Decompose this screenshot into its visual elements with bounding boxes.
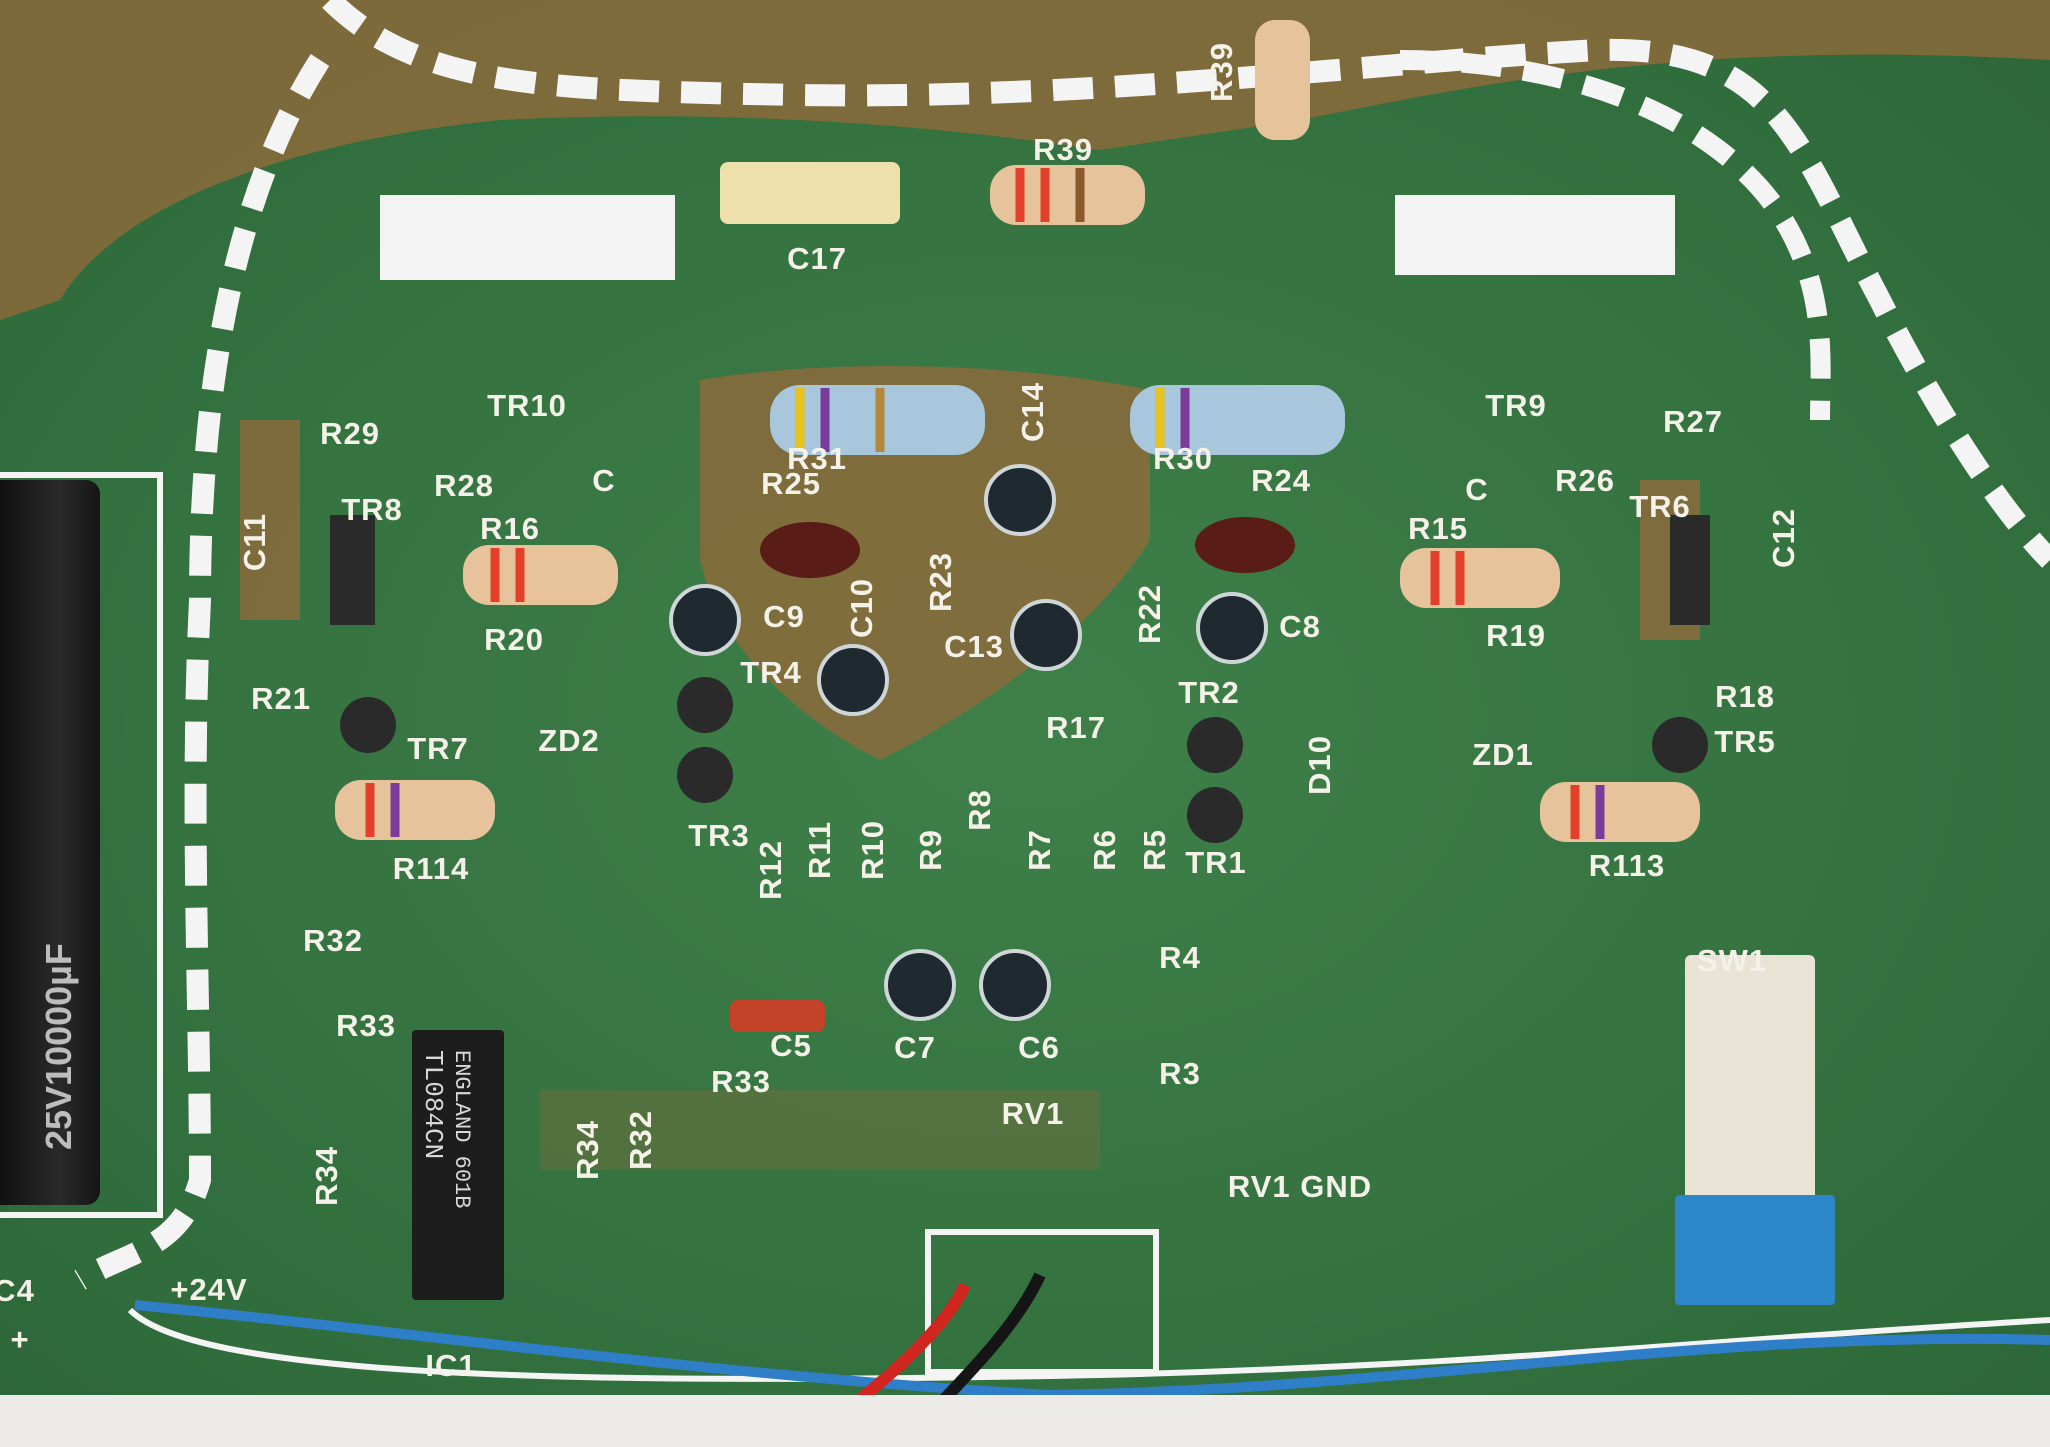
- silkscreen-label-r27: R27: [1663, 404, 1723, 439]
- silkscreen-label-r34: R34: [570, 1120, 605, 1180]
- silkscreen-label-r4: R4: [1159, 940, 1201, 975]
- capacitor-c17: [720, 162, 900, 224]
- silkscreen-label-c: C: [592, 463, 616, 498]
- transistors: [330, 515, 1710, 843]
- silkscreen-label-r15: R15: [1408, 511, 1468, 546]
- silkscreen-label-tr10: TR10: [487, 388, 567, 423]
- capacitor-rating-text: 25V10000µF: [38, 943, 79, 1150]
- silkscreen-label-r33: R33: [711, 1064, 771, 1099]
- silkscreen-label-c12: C12: [1766, 508, 1801, 568]
- capacitor-brown: [760, 522, 860, 578]
- silkscreen-label-r39: R39: [1033, 132, 1093, 167]
- silkscreen-label-tr1: TR1: [1185, 845, 1247, 880]
- ic-text-line1: ENGLAND 601B: [449, 1050, 474, 1209]
- silkscreen-label-c17: C17: [787, 241, 847, 276]
- large-electrolytic-capacitor: [0, 480, 100, 1205]
- silkscreen-label-r31: R31: [787, 441, 847, 476]
- silkscreen-label-c11: C11: [237, 512, 272, 572]
- silkscreen-label-rv1: RV1: [1001, 1096, 1065, 1131]
- silkscreen-label-r7: R7: [1022, 829, 1057, 871]
- silkscreen-label-r20: R20: [484, 622, 544, 657]
- silkscreen-label-c10: C10: [844, 578, 879, 638]
- silkscreen-label-tr8: TR8: [341, 492, 403, 527]
- switch-sw1: [1685, 955, 1815, 1225]
- silkscreen-label-tr4: TR4: [740, 655, 802, 690]
- silkscreen-label-c14: C14: [1015, 382, 1050, 442]
- silkscreen-label-tr2: TR2: [1178, 675, 1240, 710]
- slot-right: [1395, 195, 1675, 275]
- silkscreen-label-r11: R11: [802, 820, 837, 880]
- silkscreen-label-r28: R28: [434, 468, 494, 503]
- silkscreen-label-r17: R17: [1046, 710, 1106, 745]
- silkscreen-label-tr5: TR5: [1714, 724, 1776, 759]
- silkscreen-label-r5: R5: [1137, 829, 1172, 871]
- ic-tl084cn: ENGLAND 601B TL084CN: [412, 1030, 504, 1300]
- silkscreen-label-tr7: TR7: [407, 731, 469, 766]
- silkscreen-label-r25: R25: [761, 466, 821, 501]
- silkscreen-label-zd1: ZD1: [1472, 737, 1534, 772]
- silkscreen-label-r24: R24: [1251, 463, 1311, 498]
- silkscreen-label-sw1: SW1: [1696, 943, 1768, 978]
- silkscreen-label-c8: C8: [1279, 609, 1321, 644]
- silkscreen-label-c4: C4: [0, 1273, 35, 1308]
- silkscreen-label-: +: [10, 1322, 30, 1357]
- silkscreen-label-rv1-gnd: RV1 GND: [1227, 1169, 1373, 1204]
- silkscreen-label-r114: R114: [392, 851, 470, 886]
- silkscreen-label-c5: C5: [770, 1028, 812, 1063]
- silkscreen-label-c6: C6: [1018, 1030, 1060, 1065]
- table-surface: [0, 1395, 2050, 1447]
- silkscreen-label-c: C: [1465, 472, 1489, 507]
- silkscreen-label-c9: C9: [763, 599, 805, 634]
- silkscreen-label-c13: C13: [944, 629, 1004, 664]
- silkscreen-label-r22: R22: [1132, 584, 1167, 644]
- silkscreen-label-r3: R3: [1159, 1056, 1201, 1091]
- silkscreen-label-d10: D10: [1302, 735, 1337, 795]
- electrolytic-capacitors: [669, 464, 1268, 1021]
- silkscreen-label-r39: R39: [1204, 42, 1239, 102]
- silkscreen-label-r21: R21: [251, 681, 311, 716]
- silkscreen-label-r9: R9: [913, 829, 948, 871]
- silkscreen-label-r8: R8: [962, 789, 997, 831]
- silkscreen-label-r34: R34: [309, 1146, 344, 1206]
- silkscreen-label-24v: +24V: [170, 1272, 248, 1307]
- silkscreen-label-r32: R32: [303, 923, 363, 958]
- silkscreen-label-r26: R26: [1555, 463, 1615, 498]
- silkscreen-label-r32: R32: [623, 1110, 658, 1170]
- capacitor-c5: [730, 1000, 825, 1032]
- silkscreen-label-c7: C7: [894, 1030, 936, 1065]
- silkscreen-label-r23: R23: [923, 552, 958, 612]
- resistor-bands: [365, 168, 1605, 839]
- silkscreen-label-r6: R6: [1087, 829, 1122, 871]
- silkscreen-label-r19: R19: [1486, 618, 1546, 653]
- silkscreen-label-r30: R30: [1153, 441, 1213, 476]
- silkscreen-label-r12: R12: [753, 840, 788, 900]
- silkscreen-label-r16: R16: [480, 511, 540, 546]
- silkscreen-label-r33: R33: [336, 1008, 396, 1043]
- silkscreen-label-r29: R29: [320, 416, 380, 451]
- ic-text-line2: TL084CN: [418, 1050, 448, 1160]
- slot-left: [380, 195, 675, 280]
- silkscreen-label-r18: R18: [1715, 679, 1775, 714]
- silkscreen-label-r10: R10: [855, 820, 890, 880]
- blue-wire: [134, 1300, 2050, 1401]
- silkscreen-label-zd2: ZD2: [538, 723, 600, 758]
- silkscreen-label-r113: R113: [1588, 848, 1666, 883]
- silkscreen-label-tr3: TR3: [688, 818, 750, 853]
- silkscreen-label-ic1: IC1: [425, 1348, 477, 1383]
- switch-base: [1675, 1195, 1835, 1305]
- silkscreen-label-tr6: TR6: [1629, 489, 1691, 524]
- rv1-outline: [925, 1229, 1159, 1375]
- silkscreen-label-tr9: TR9: [1485, 388, 1547, 423]
